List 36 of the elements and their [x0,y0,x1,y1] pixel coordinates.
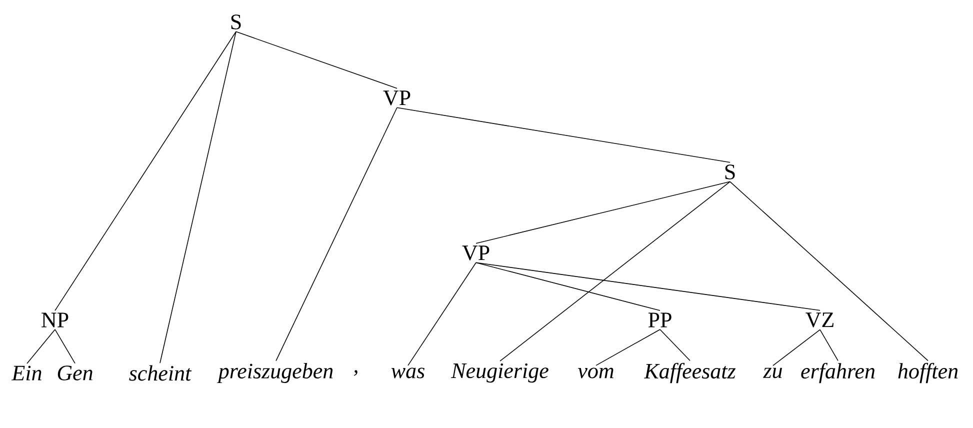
category-label: VZ [806,312,834,328]
tree-branch [596,329,660,366]
tree-branch [396,107,730,163]
word-label: scheint [129,365,192,381]
word-label: preiszugeben [217,363,333,383]
tree-branch [408,262,476,366]
category-label: VP [383,90,410,106]
word-label: hofften [898,362,958,384]
word-label: , [354,370,358,376]
word-label: zu [762,368,782,378]
tree-branch [476,262,820,311]
tree-branch [26,329,56,364]
tree-branch [160,31,236,364]
word-label: Gen [58,366,92,380]
category-label: S [725,164,735,180]
word-label: Kaffeesatz [644,362,736,384]
word-label: Neugierige [450,363,548,383]
category-label: VP [462,246,490,260]
category-label: NP [42,312,68,328]
tree-branch [236,31,398,89]
word-label: erfahren [801,362,875,384]
word-label: vom [578,368,614,378]
tree-branch [730,181,928,362]
tree-branch [660,329,690,362]
category-label: PP [648,312,672,328]
category-label: S [231,14,241,30]
tree-branch [54,329,76,364]
tree-branch [772,329,820,366]
tree-branch [276,107,398,362]
tree-branch [476,181,730,244]
tree-branch [500,181,730,362]
word-label: Ein [11,366,42,380]
tree-branch [476,262,660,311]
tree-branch [54,31,236,311]
tree-branch [820,329,838,362]
word-label: was [391,368,424,378]
